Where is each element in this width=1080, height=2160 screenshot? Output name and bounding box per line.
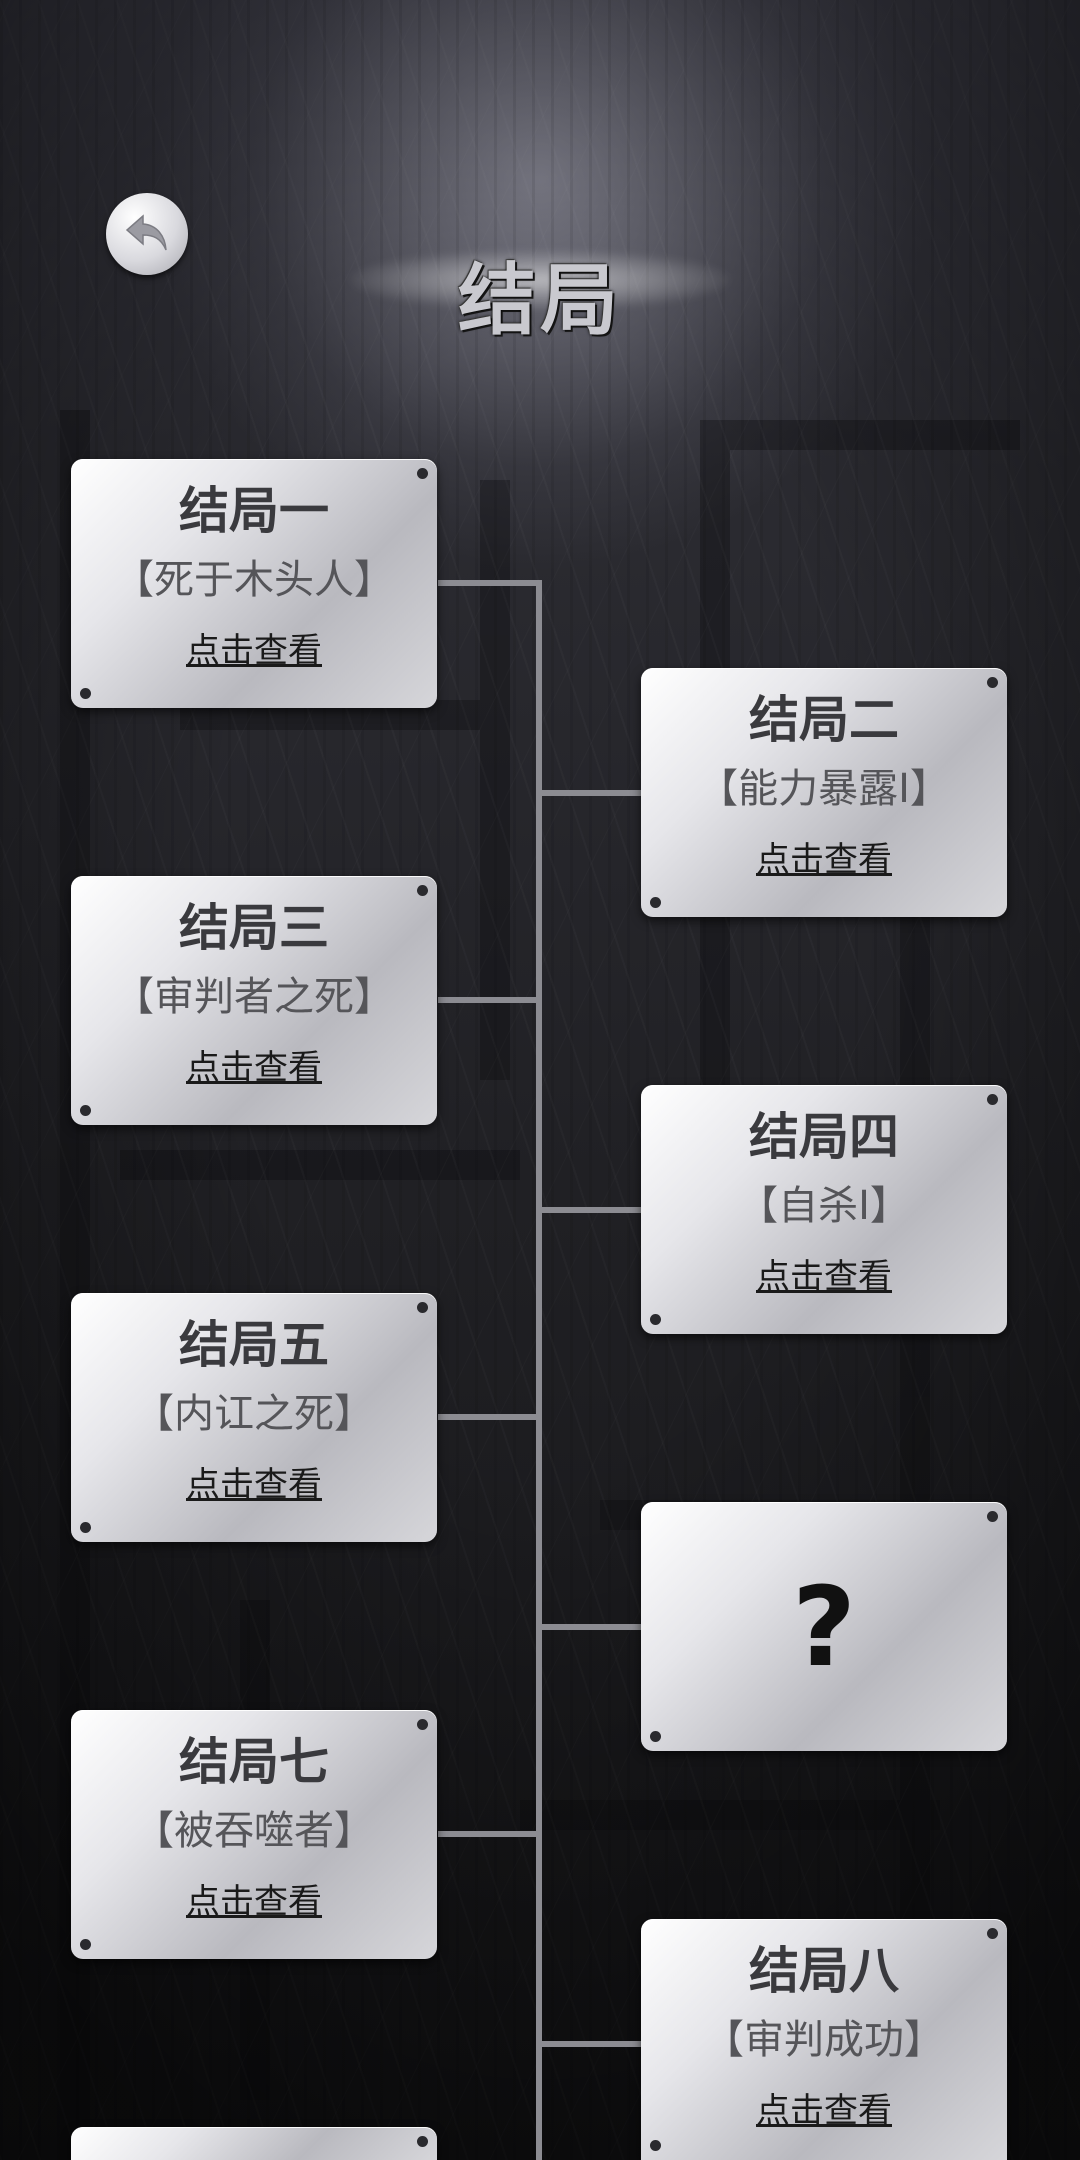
cloud-decoration bbox=[350, 250, 730, 310]
connector-branch bbox=[438, 1414, 542, 1420]
view-link[interactable]: 点击查看 bbox=[186, 1465, 322, 1505]
view-link[interactable]: 点击查看 bbox=[186, 1048, 322, 1088]
connector-branch bbox=[536, 790, 642, 796]
view-link[interactable]: 点击查看 bbox=[186, 631, 322, 671]
connector-branch bbox=[438, 997, 542, 1003]
rivet bbox=[650, 1731, 661, 1742]
rivet bbox=[987, 1928, 998, 1939]
rivet bbox=[650, 897, 661, 908]
connector-branch bbox=[536, 1207, 642, 1213]
ending-title: 结局四 bbox=[749, 1108, 899, 1166]
ending-card-8[interactable]: 结局八 【审判成功】 点击查看 bbox=[641, 1919, 1007, 2160]
connector-branch bbox=[438, 580, 542, 586]
ending-title: 结局一 bbox=[179, 482, 329, 540]
ending-subtitle: 【审判成功】 bbox=[704, 2017, 944, 2063]
connector-trunk bbox=[536, 580, 542, 2160]
undo-arrow-icon bbox=[125, 214, 167, 251]
connector-branch bbox=[536, 2041, 642, 2047]
ending-subtitle: 【内讧之死】 bbox=[134, 1391, 374, 1437]
ending-subtitle: 【被吞噬者】 bbox=[134, 1808, 374, 1854]
ending-card-1[interactable]: 结局一 【死于木头人】 点击查看 bbox=[71, 459, 437, 708]
ending-card-3[interactable]: 结局三 【审判者之死】 点击查看 bbox=[71, 876, 437, 1125]
ending-title: 结局二 bbox=[749, 691, 899, 749]
ending-subtitle: 【能力暴露Ⅰ】 bbox=[698, 766, 950, 812]
rivet bbox=[987, 1511, 998, 1522]
rivet bbox=[650, 1314, 661, 1325]
view-link[interactable]: 点击查看 bbox=[756, 1257, 892, 1297]
rivet bbox=[80, 1939, 91, 1950]
rivet bbox=[987, 1094, 998, 1105]
rivet bbox=[650, 2140, 661, 2151]
rivet bbox=[417, 1302, 428, 1313]
connector-branch bbox=[536, 1624, 642, 1630]
rivet bbox=[417, 468, 428, 479]
back-button[interactable] bbox=[106, 193, 188, 275]
rivet bbox=[417, 2136, 428, 2147]
ending-subtitle: 【审判者之死】 bbox=[114, 974, 394, 1020]
ending-card-4[interactable]: 结局四 【自杀Ⅰ】 点击查看 bbox=[641, 1085, 1007, 1334]
page-title: 结局 bbox=[457, 256, 622, 346]
ending-title: 结局五 bbox=[179, 1316, 329, 1374]
rivet bbox=[80, 688, 91, 699]
rivet bbox=[987, 677, 998, 688]
view-link[interactable]: 点击查看 bbox=[756, 2091, 892, 2131]
ending-title: 结局八 bbox=[749, 1942, 899, 2000]
view-link[interactable]: 点击查看 bbox=[756, 840, 892, 880]
ending-title: 结局三 bbox=[179, 899, 329, 957]
ending-card-locked[interactable]: ? bbox=[641, 1502, 1007, 1751]
ending-subtitle: 【死于木头人】 bbox=[114, 557, 394, 603]
rivet bbox=[417, 1719, 428, 1730]
view-link[interactable]: 点击查看 bbox=[186, 1882, 322, 1922]
rivet bbox=[417, 885, 428, 896]
rivet bbox=[80, 1522, 91, 1533]
ending-card-7[interactable]: 结局七 【被吞噬者】 点击查看 bbox=[71, 1710, 437, 1959]
rivet bbox=[80, 1105, 91, 1116]
ending-subtitle: 【自杀Ⅰ】 bbox=[738, 1183, 910, 1229]
ending-card-partial[interactable] bbox=[71, 2127, 437, 2160]
connector-branch bbox=[438, 1831, 542, 1837]
ending-card-2[interactable]: 结局二 【能力暴露Ⅰ】 点击查看 bbox=[641, 668, 1007, 917]
ending-card-5[interactable]: 结局五 【内讧之死】 点击查看 bbox=[71, 1293, 437, 1542]
question-mark: ? bbox=[792, 1563, 856, 1691]
page-header: 结局 bbox=[340, 220, 740, 346]
ending-title: 结局七 bbox=[179, 1733, 329, 1791]
